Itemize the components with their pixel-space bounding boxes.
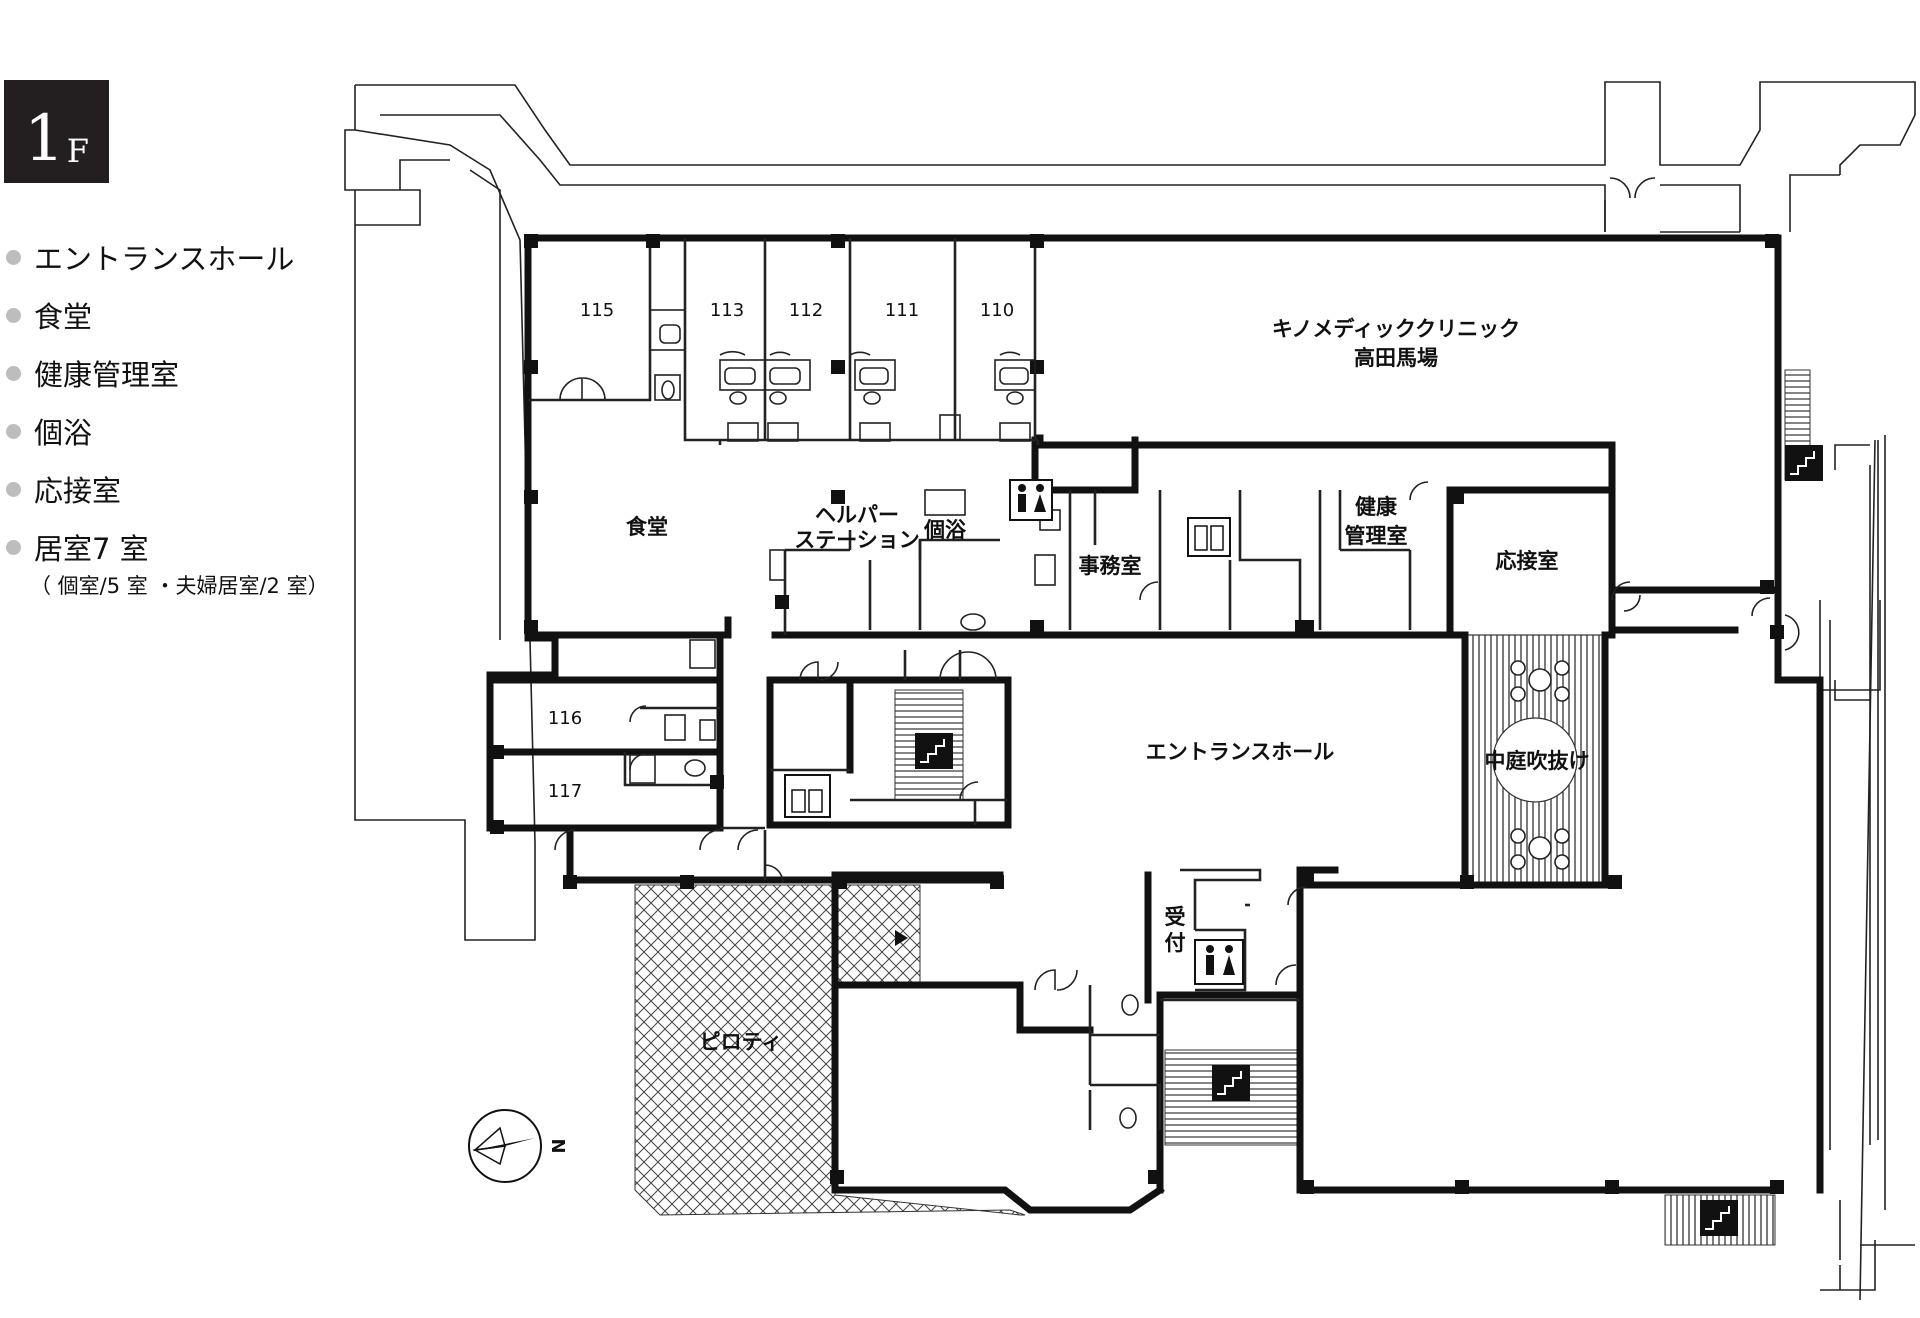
facility-legend: エントランスホール 食堂 健康管理室 個浴 応接室 居室7 室 [6, 228, 294, 576]
structural-columns [490, 234, 1784, 1194]
compass-icon: N [468, 1109, 568, 1183]
clinic-sublabel: 高田馬場 [1354, 346, 1438, 370]
private-bath-label: 個浴 [923, 518, 967, 542]
legend-label: 食堂 [34, 300, 93, 334]
room-116-label: 116 [548, 708, 582, 729]
courtyard-tables [1510, 660, 1570, 870]
floor-unit: F [66, 132, 89, 170]
west-wing [486, 631, 767, 884]
room-117-label: 117 [548, 781, 582, 802]
legend-item: 応接室 [6, 460, 294, 518]
room-115-label: 115 [580, 300, 614, 321]
room-113-label: 113 [710, 300, 744, 321]
bullet-icon [6, 481, 21, 497]
stairs-icon [915, 733, 953, 769]
central-core [766, 650, 1012, 829]
door-swings [554, 177, 1800, 991]
health-room-sublabel: 管理室 [1345, 524, 1408, 548]
legend-item: 健康管理室 [6, 344, 294, 402]
room-111-label: 111 [885, 300, 919, 321]
reception-desk-sublabel: 付 [1165, 931, 1186, 955]
legend-label: エントランスホール [34, 242, 295, 276]
site-outline [344, 81, 1916, 1301]
clinic-label: キノメディッククリニック [1272, 317, 1520, 341]
entrance-arrow-icon [895, 930, 908, 946]
office-label: 事務室 [1079, 554, 1142, 578]
bullet-icon [6, 365, 21, 381]
restroom-icon [1194, 939, 1244, 985]
legend-label: 応接室 [34, 474, 122, 508]
legend-item: 個浴 [6, 402, 294, 460]
bullet-icon [6, 307, 21, 323]
bullet-icon [6, 423, 21, 439]
stairs-icon [1785, 445, 1823, 481]
elevator-icon [1187, 517, 1231, 557]
legend-label: 個浴 [34, 416, 93, 450]
room-110-label: 110 [980, 300, 1014, 321]
compass-north-label: N [547, 1138, 568, 1153]
interior-partitions [528, 238, 1412, 635]
legend-item: エントランスホール [6, 228, 294, 286]
bullet-icon [6, 539, 21, 555]
legend-label: 居室7 室 [34, 532, 149, 566]
reception-desk-label: 受 [1165, 905, 1186, 929]
helper-station-label: ヘルパー [815, 503, 899, 527]
dining-label: 食堂 [626, 515, 668, 539]
floor-number: 1 [24, 102, 65, 176]
stairs-icon [1212, 1065, 1250, 1101]
floor-badge: 1 F [4, 80, 109, 183]
helper-station-sublabel: ステーション [794, 528, 920, 552]
bullet-icon [6, 249, 21, 265]
reception-room-label: 応接室 [1496, 549, 1559, 573]
entrance-hall-label: エントランスホール [1146, 740, 1335, 764]
courtyard-label: 中庭吹抜け [1485, 749, 1590, 773]
bathroom-fixtures [629, 309, 1139, 1129]
health-room-label: 健康 [1355, 495, 1398, 519]
piloti-label: ピロティ [700, 1030, 783, 1054]
restroom-icon [1009, 479, 1053, 521]
reception-core [1088, 868, 1300, 1130]
stairs-icon [1700, 1200, 1738, 1236]
legend-item: 居室7 室 [6, 518, 294, 576]
legend-label: 健康管理室 [34, 358, 180, 392]
piloti-area [634, 884, 1026, 1216]
legend-item: 食堂 [6, 286, 294, 344]
legend-note: （ 個室/5 室 ・夫婦居室/2 室） [30, 574, 329, 598]
room-112-label: 112 [789, 300, 823, 321]
elevator-icon [784, 774, 831, 818]
